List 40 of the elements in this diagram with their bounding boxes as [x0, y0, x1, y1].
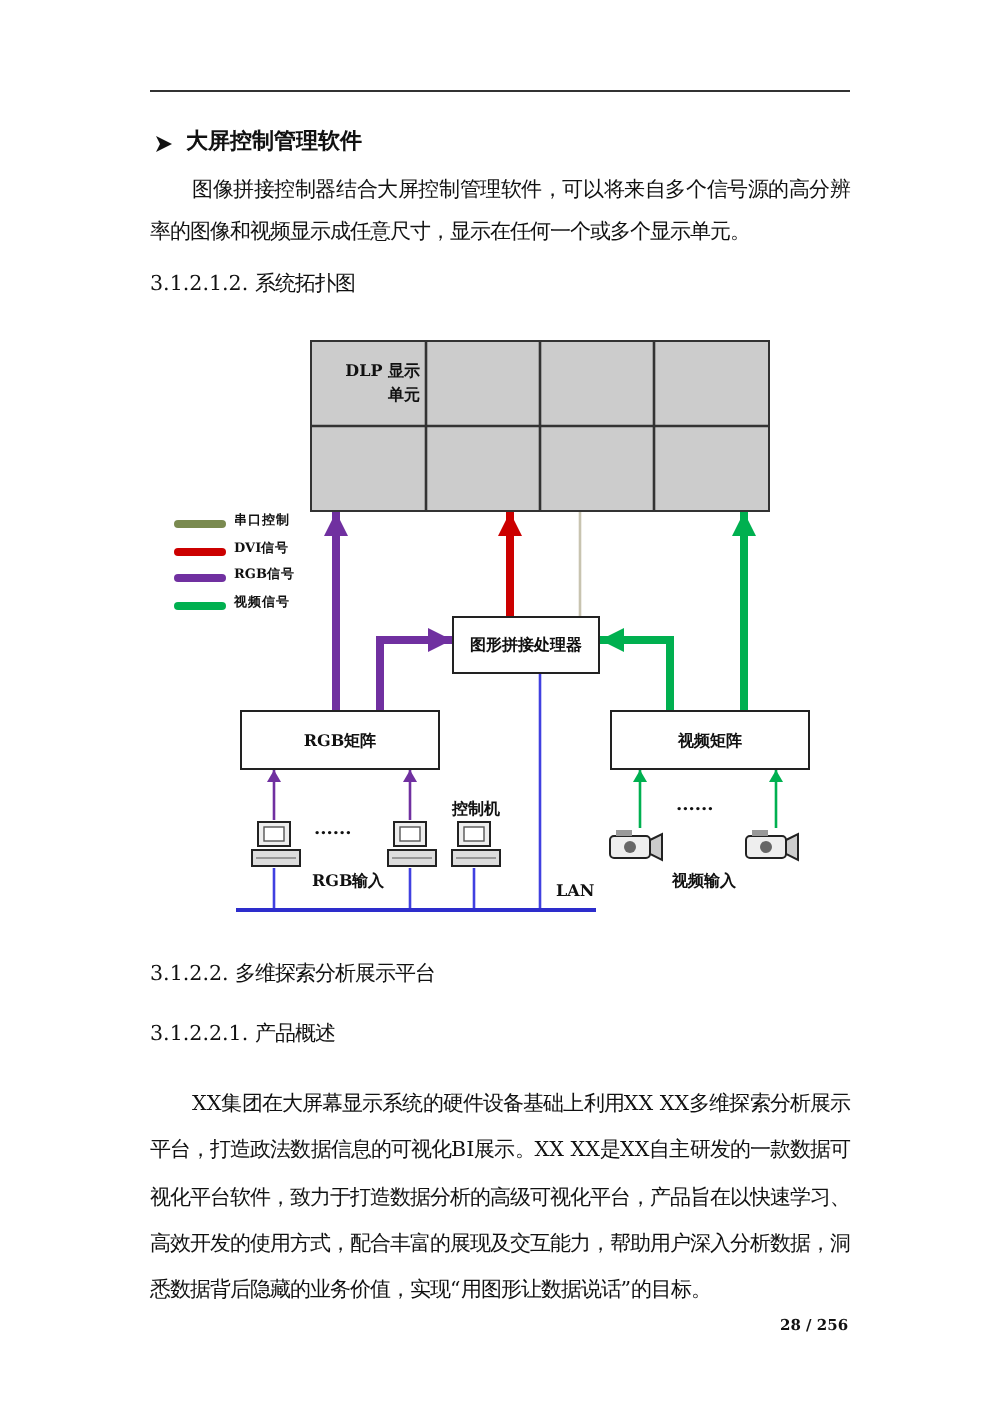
- node-caption: LAN: [556, 880, 595, 900]
- display-wall: [310, 340, 770, 512]
- group-label: 视频输入: [672, 870, 738, 891]
- computer-icon: [384, 820, 440, 868]
- node-label: RGB矩阵: [303, 729, 377, 751]
- node-label: 视频矩阵: [678, 729, 742, 751]
- process-box: [240, 710, 440, 770]
- arrow: [732, 512, 756, 710]
- node-caption: 控制机: [452, 798, 500, 820]
- group-label: RGB输入: [312, 870, 387, 891]
- lan-bus-line: [236, 908, 596, 912]
- connector-line: [408, 868, 412, 908]
- connector-line: [472, 868, 476, 908]
- arrow: [769, 770, 783, 828]
- paragraph: 图像拼接控制器结合大屏控制管理软件，可以将来自多个信号源的高分辨率的图像和视频显示成任意尺寸，显示在任何一个或多个显示单元。: [150, 176, 850, 248]
- node-label: 图形拼接处理器: [470, 634, 582, 656]
- ellipsis: ......: [676, 796, 716, 820]
- ellipsis: ......: [314, 820, 354, 844]
- section-heading: 3.1.2.1.2. 系统拓扑图: [150, 272, 357, 299]
- arrow: [403, 770, 417, 820]
- section-heading: 大屏控制管理软件: [186, 128, 364, 157]
- paragraph: XX集团在大屏幕显示系统的硬件设备基础上利用XX XX多维探索分析展示平台，打造政法数据信息的可视化BI展示。XX XX是XX自主研发的一款数据可视化平台软件，致力于打造数据分析的高级可视化平台，产品旨在以快速学习、高效开发的使用方式，配合丰富的展现及交互能力，帮助用户深入分析数据，洞悉数据背后隐藏的业务价值，实现“用图形让数据说话”的目标。: [150, 1090, 850, 1307]
- arrow: [600, 628, 674, 710]
- arrow: [633, 770, 647, 828]
- process-box: [452, 616, 600, 674]
- arrow: [498, 512, 522, 616]
- connector-line: [272, 868, 276, 908]
- arrow: [267, 770, 281, 820]
- connector-line: [538, 674, 542, 908]
- node-label: DLP 显示单元: [344, 358, 420, 406]
- camera-icon: [744, 828, 804, 864]
- section-heading: 3.1.2.2.1. 产品概述: [150, 1022, 337, 1049]
- computer-icon: [448, 820, 504, 868]
- camera-icon: [608, 828, 668, 864]
- computer-icon: [248, 820, 304, 868]
- section-heading: 3.1.2.2. 多维探索分析展示平台: [150, 962, 438, 989]
- connector-line: [578, 512, 582, 616]
- arrow: [324, 512, 348, 710]
- process-box: [610, 710, 810, 770]
- arrow: [376, 628, 452, 710]
